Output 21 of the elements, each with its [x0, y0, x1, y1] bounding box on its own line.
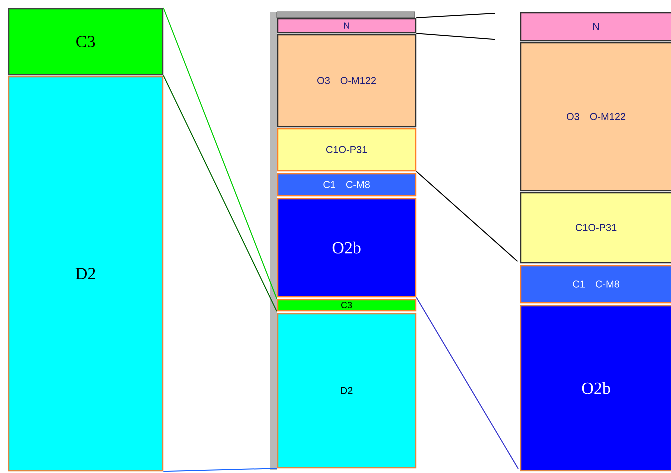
rock-layer: O3 O-M122: [520, 42, 671, 192]
rock-layer: O2b: [277, 198, 417, 298]
correlation-line: [416, 297, 519, 470]
rock-layer: O3 O-M122: [277, 34, 417, 128]
rock-layer: D2: [277, 313, 417, 469]
rock-layer: N: [277, 18, 417, 34]
correlation-line: [416, 12, 496, 18]
rock-layer: D2: [8, 76, 164, 472]
correlation-line: [416, 33, 496, 40]
rock-layer: N: [520, 12, 671, 42]
rock-layer: C1 C-M8: [520, 265, 671, 304]
rock-layer: C3: [8, 8, 164, 76]
rock-layer: C1 C-M8: [277, 173, 417, 197]
rock-layer: C3: [277, 299, 417, 312]
correlation-line: [163, 75, 278, 312]
correlation-line: [163, 8, 278, 300]
rock-layer: C1O-P31: [520, 192, 671, 264]
rock-layer: C1O-P31: [277, 128, 417, 172]
correlation-line: [416, 171, 518, 262]
correlation-line: [163, 468, 278, 472]
rock-layer: O2b: [520, 305, 671, 472]
